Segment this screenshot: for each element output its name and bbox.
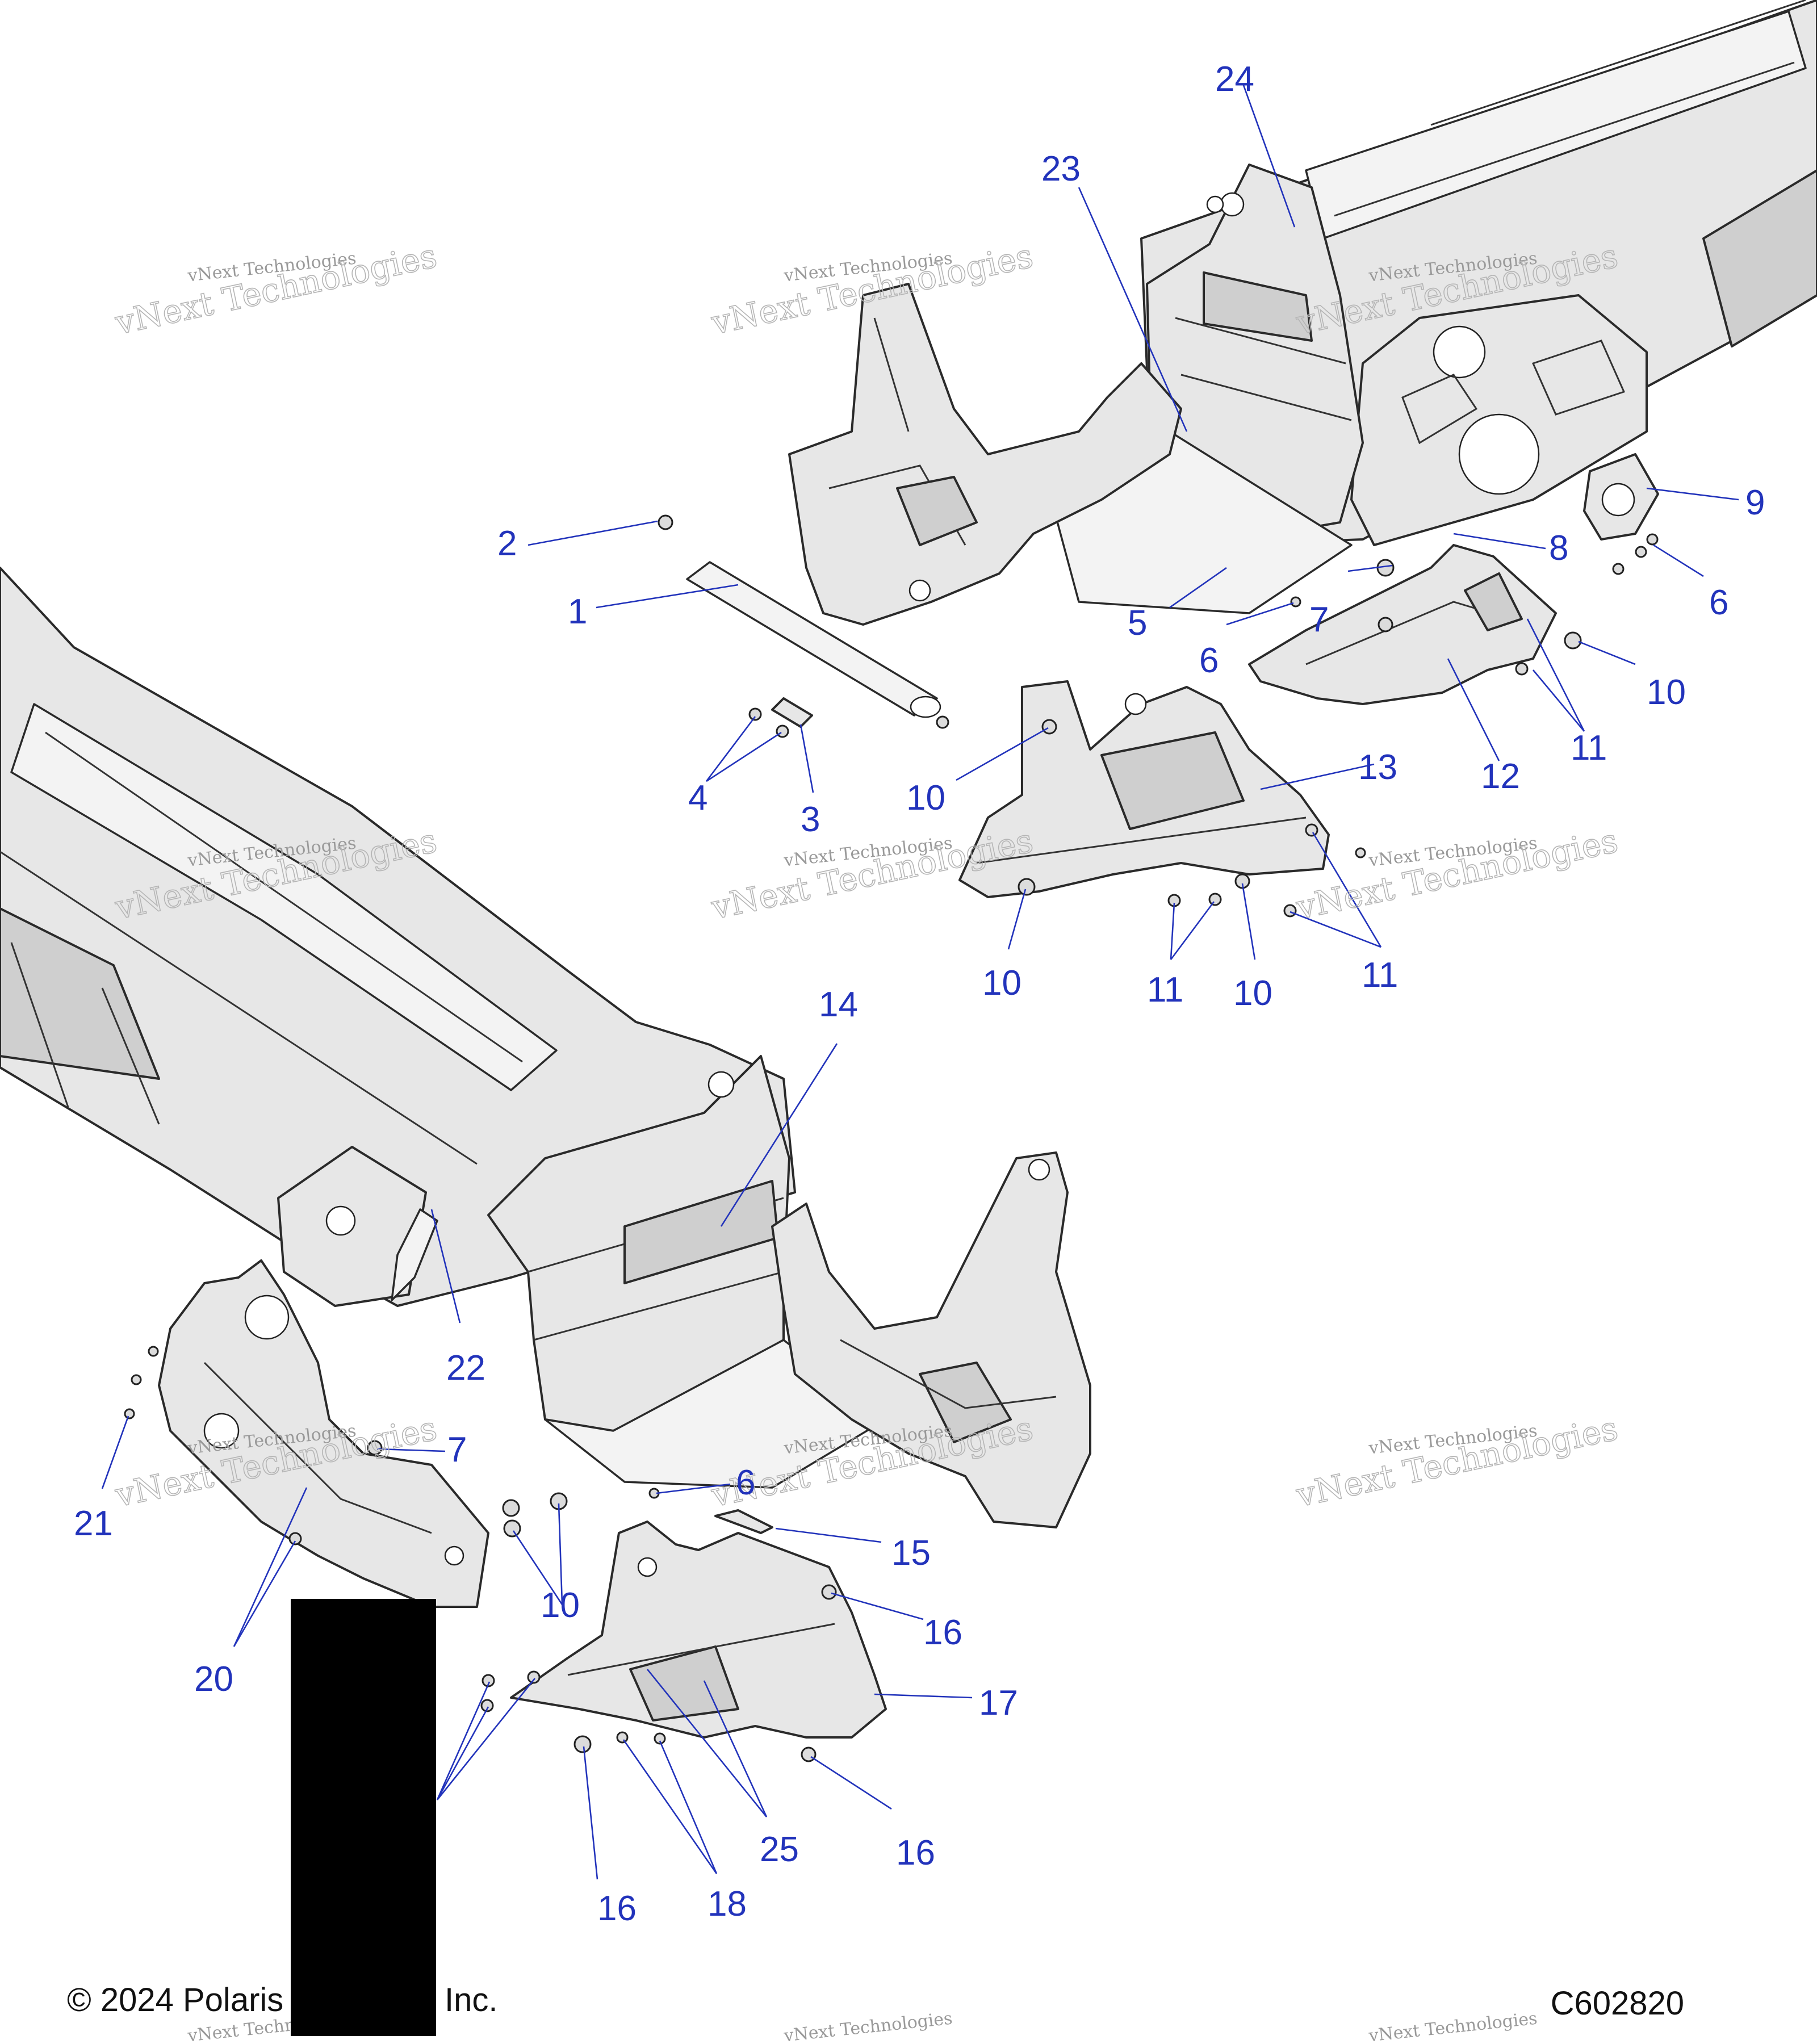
callout: 16 [597, 1889, 637, 1928]
hardware [124, 514, 1659, 1762]
redaction-box [291, 1599, 436, 2036]
leader-lines [101, 85, 1739, 1880]
callout: 16 [923, 1613, 962, 1652]
front-frame [788, 283, 1182, 626]
callout: 10 [906, 778, 945, 818]
watermark: vNext Technologies [1367, 2009, 1538, 2044]
callout: 20 [194, 1660, 233, 1699]
callout: 6 [1199, 641, 1219, 680]
watermark: vNext Technologies vNext Technologies [1292, 820, 1622, 927]
callout: 11 [1571, 728, 1607, 768]
callout: 11 [1362, 956, 1398, 995]
callout: 5 [1128, 604, 1147, 643]
callout: 23 [1041, 149, 1081, 189]
part-17-mount [510, 1521, 887, 1739]
part-1-tube [686, 561, 938, 717]
callout: 22 [446, 1348, 485, 1388]
callout: 4 [688, 778, 707, 818]
watermark: vNext Technologies [782, 2009, 953, 2044]
lower-chassis-assembly [0, 567, 1091, 1739]
watermark: vNext Technologies vNext Technologies [1292, 1408, 1622, 1515]
part-20-chaincase [158, 1259, 489, 1608]
callout: 15 [891, 1534, 931, 1573]
callout: 10 [1233, 974, 1272, 1013]
callout: 13 [1358, 748, 1397, 787]
upper-chassis-assembly [686, 0, 1817, 898]
callout: 1 [568, 592, 587, 631]
callout: 2 [497, 524, 517, 563]
part-22 [391, 1208, 438, 1301]
callout: 12 [1481, 757, 1520, 796]
callout: 11 [1147, 970, 1183, 1010]
callout: 10 [982, 964, 1021, 1003]
callout: 7 [447, 1430, 467, 1469]
svg-text:vNext Technologies: vNext Technologies [1292, 1409, 1621, 1515]
callout: 10 [1647, 673, 1686, 712]
part-3-link [771, 697, 813, 728]
callout: 18 [707, 1884, 747, 1924]
callout: 16 [896, 1833, 935, 1873]
callout: 7 [1309, 600, 1329, 639]
callout: 6 [736, 1463, 755, 1502]
callout: 10 [541, 1586, 580, 1625]
callout: 17 [979, 1683, 1018, 1723]
callout: 9 [1745, 483, 1765, 522]
callout: 6 [1709, 583, 1728, 622]
watermark: vNext Technologies vNext Technologies [111, 236, 441, 342]
svg-text:vNext Technologies: vNext Technologies [111, 236, 440, 342]
callout: 14 [819, 985, 858, 1024]
callout: 3 [801, 800, 820, 839]
svg-text:vNext Technologies: vNext Technologies [1292, 821, 1621, 927]
callout: 25 [760, 1830, 799, 1869]
part-15 [714, 1509, 773, 1534]
lower-front-frame [771, 1151, 1091, 1528]
callouts: 24 23 2 1 9 8 6 5 7 6 10 11 12 13 10 4 3… [74, 60, 1765, 1928]
callout: 8 [1549, 529, 1568, 568]
callout: 21 [74, 1504, 113, 1543]
callout: 24 [1215, 60, 1254, 99]
drawing-code: C602820 [1551, 1985, 1684, 2022]
svg-text:vNext Technologies: vNext Technologies [1367, 2009, 1538, 2044]
svg-text:vNext Technologies: vNext Technologies [782, 2009, 953, 2044]
